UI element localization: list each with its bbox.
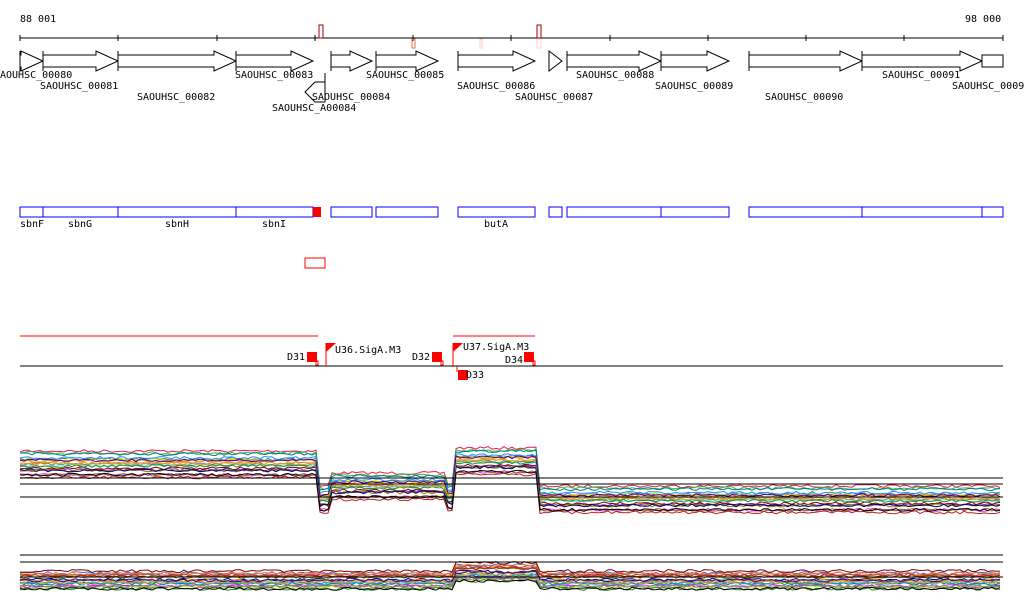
gene-box[interactable]: [117, 206, 237, 218]
ruler-markers: [318, 24, 542, 49]
expression-series: [19, 578, 1001, 591]
expression-series: [19, 454, 1001, 498]
highlight-box: [313, 207, 321, 217]
gene-box[interactable]: [660, 206, 730, 218]
gene-label[interactable]: SAOUHSC_00089: [655, 81, 734, 92]
gene-label[interactable]: SAOUHSC_00091: [882, 70, 961, 81]
expression-series: [19, 465, 1001, 508]
gene-box[interactable]: [235, 206, 314, 218]
gene-name-label: butA: [484, 219, 509, 230]
gene-arrow[interactable]: [375, 50, 440, 72]
gene-name-label: sbnI: [262, 219, 287, 230]
feature-label-d31[interactable]: D31: [287, 352, 306, 363]
gene-box[interactable]: [330, 206, 373, 218]
gene-box[interactable]: [19, 206, 44, 218]
feature-label-d32[interactable]: D32: [412, 352, 431, 363]
expression-series: [19, 576, 1001, 589]
expression-series: [19, 459, 1001, 502]
gene-box[interactable]: [375, 206, 439, 218]
gene-box[interactable]: [548, 206, 563, 218]
expression-series: [19, 460, 1001, 503]
gene-label[interactable]: SAOUHSC_00083: [235, 70, 314, 81]
expression-series: [19, 472, 1001, 515]
expression-plot-1-guides: [20, 477, 1003, 498]
expression-series: [19, 453, 1001, 495]
gene-arrows-track: [19, 49, 1004, 103]
gene-arrow[interactable]: [748, 50, 864, 72]
feature-label-u37[interactable]: U37.SigA.M3: [463, 342, 530, 353]
gene-name-label: sbnH: [165, 219, 190, 230]
gene-label[interactable]: SAOUHSC_00087: [515, 92, 594, 103]
expression-series: [20, 449, 1001, 492]
expression-series: [19, 458, 1001, 501]
expression-series: [19, 570, 1001, 583]
feature-label-d34[interactable]: D34: [505, 355, 524, 366]
selection-box[interactable]: [304, 257, 326, 269]
gene-arrow[interactable]: [304, 73, 326, 103]
gene-label[interactable]: SAOUHSC_00090: [765, 92, 844, 103]
gene-label[interactable]: SAOUHSC_00086: [457, 81, 536, 92]
expression-series: [19, 445, 1001, 489]
gene-arrow[interactable]: [235, 50, 315, 72]
gene-name-label: sbnG: [68, 219, 93, 230]
gene-label[interactable]: AOUHSC_00080: [0, 70, 73, 81]
gene-box[interactable]: [457, 206, 536, 218]
ruler-end-label: 98 000: [965, 14, 1002, 25]
feature-track: [20, 335, 1003, 380]
expression-plot-1: [19, 445, 1001, 515]
ruler-start-label: 88 001: [20, 14, 57, 25]
gene-box[interactable]: [748, 206, 863, 218]
gene-arrow[interactable]: [117, 50, 238, 72]
expression-series: [19, 563, 1001, 576]
gene-arrow[interactable]: [42, 50, 120, 72]
gene-box[interactable]: [981, 206, 1004, 218]
gene-arrow[interactable]: [457, 50, 537, 72]
expression-series: [19, 469, 1001, 512]
expression-series: [19, 463, 1001, 506]
gene-label[interactable]: SAOUHSC_0009: [952, 81, 1024, 92]
gene-label[interactable]: SAOUHSC_00085: [366, 70, 445, 81]
gene-arrow[interactable]: [330, 50, 374, 72]
feature-label-d33[interactable]: D33: [466, 370, 485, 381]
position-ruler: [19, 35, 1004, 41]
expression-series: [19, 560, 1001, 574]
feature-label-u36[interactable]: U36.SigA.M3: [335, 345, 402, 356]
gene-arrow[interactable]: [861, 50, 984, 72]
gene-name-label: sbnF: [20, 219, 45, 230]
gene-label[interactable]: SAOUHSC_00088: [576, 70, 655, 81]
gene-box[interactable]: [566, 206, 662, 218]
gene-box[interactable]: [861, 206, 983, 218]
gene-arrow[interactable]: [566, 50, 663, 72]
gene-label[interactable]: SAOUHSC_A00084: [272, 103, 357, 114]
expression-series: [19, 469, 1001, 512]
gene-arrow[interactable]: [660, 50, 731, 72]
gene-label[interactable]: SAOUHSC_00081: [40, 81, 119, 92]
gene-label[interactable]: SAOUHSC_00084: [312, 92, 391, 103]
expression-series: [19, 572, 1001, 585]
gene-box[interactable]: [42, 206, 119, 218]
gene-arrow[interactable]: [19, 50, 45, 72]
gene-arrow[interactable]: [548, 49, 563, 73]
expression-plot-2: [19, 560, 1001, 591]
gene-arrow[interactable]: [981, 54, 1004, 68]
gene-boxes-track: [19, 206, 1004, 218]
gene-label[interactable]: SAOUHSC_00082: [137, 92, 216, 103]
expression-plot-2-guides: [20, 554, 1003, 578]
